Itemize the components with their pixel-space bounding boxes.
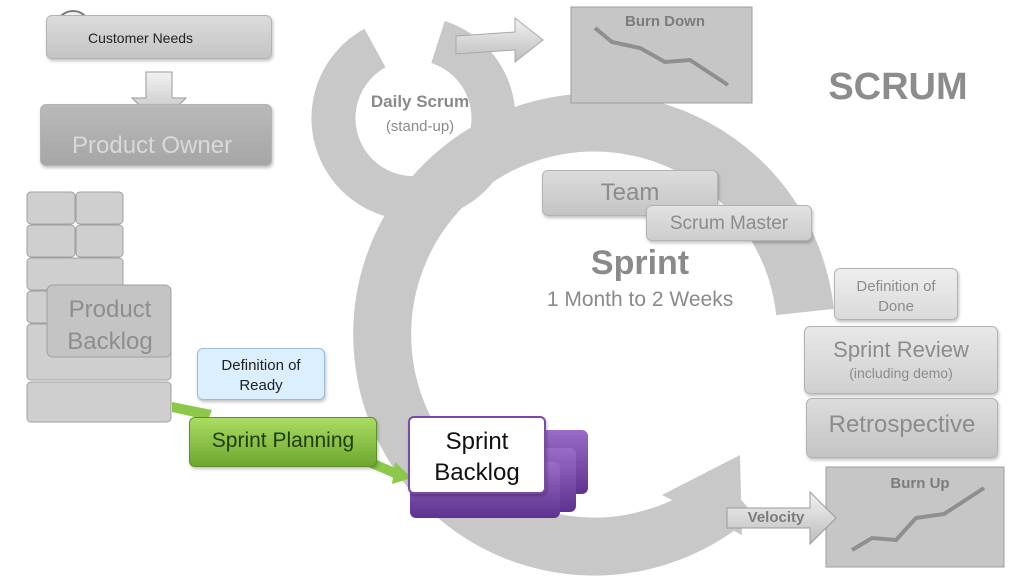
definition-of-done-box — [834, 268, 958, 320]
sprint-duration: 1 Month to 2 Weeks — [546, 288, 734, 311]
sprint-title: Sprint — [590, 244, 690, 282]
burn-down-arrow — [455, 16, 544, 64]
sprint-backlog-box — [408, 416, 546, 494]
burn-down-label: Burn Down — [625, 13, 705, 30]
daily-scrum-ring — [311, 21, 516, 221]
product-owner-label: Product Owner — [72, 132, 233, 159]
retrospective-label: Retrospective — [828, 411, 976, 438]
daily-scrum-title: Daily Scrum — [370, 92, 470, 111]
sprint-cycle-ring — [353, 93, 834, 576]
burn-down-line — [593, 26, 730, 87]
scrum-master-box — [646, 205, 812, 241]
velocity-label: Velocity — [747, 509, 805, 526]
customer-needs-box — [46, 15, 272, 59]
page-title: SCRUM — [828, 66, 968, 108]
burn-up-label: Burn Up — [890, 475, 950, 492]
definition-of-ready-box — [197, 348, 325, 400]
sprint-planning-box — [189, 417, 377, 467]
burn-up-line — [850, 486, 986, 552]
product-owner-box — [40, 104, 272, 166]
team-label: Team — [600, 179, 660, 206]
sprint-cycle-arrowhead — [662, 455, 742, 535]
sprint-planning-label: Sprint Planning — [211, 429, 355, 452]
sprint-review-title: Sprint Review — [833, 337, 969, 362]
daily-scrum-subtitle: (stand-up) — [385, 118, 455, 135]
velocity-arrow — [726, 490, 837, 546]
backlog-to-planning-arrow — [172, 402, 212, 420]
sprint-review-box — [804, 326, 998, 394]
sprint-review-note: (including demo) — [849, 365, 953, 381]
customer-needs-label: Customer Needs — [88, 30, 194, 46]
scrum-master-label: Scrum Master — [669, 213, 789, 234]
retrospective-box — [806, 398, 998, 458]
